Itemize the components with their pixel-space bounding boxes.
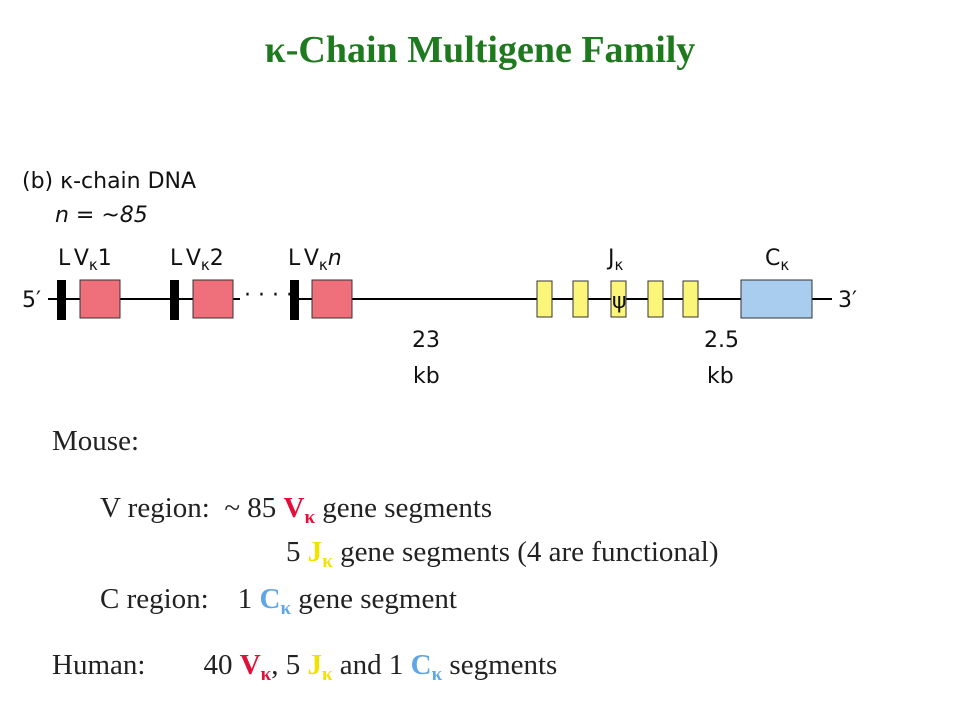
c-rest-text: gene segment [298,583,457,615]
distance-1-value: 23 [412,328,440,353]
j-segment-5 [682,280,699,318]
distance-1-unit: kb [413,364,440,389]
c-kappa-symbol: Cκ [259,583,292,619]
v-region-line: V region: ~ 85 Vκ gene segments [100,492,493,528]
ck-exon [740,279,813,319]
vkn-exon [311,279,353,319]
three-prime-label: 3′ [838,288,857,313]
v-count: ~ 85 [224,492,277,524]
leader-exon-1 [57,280,66,320]
c-region-label: C region: [100,583,209,615]
human-c-kappa-symbol: Cκ [410,649,443,685]
vk1-exon [79,279,121,319]
c-region-line: C region: 1 Cκ gene segment [100,583,457,619]
human-label: Human: [52,649,146,681]
diagram-heading: (b) κ-chain DNA [22,169,196,194]
v-region-label: V region: [100,492,210,524]
j-segment-1 [536,280,553,318]
ck-label: Cκ [765,246,789,274]
j-line: 5 Jκ gene segments (4 are functional) [286,536,719,572]
psi-symbol: ψ [612,289,627,314]
human-v-count: 40 [203,649,233,681]
five-prime-label: 5′ [22,288,41,313]
human-line: Human: 40 Vκ, 5 Jκ and 1 Cκ segments [52,649,558,685]
v-rest-text: gene segments [322,492,493,524]
j-segment-3-pseudogene [610,280,627,318]
human-separator-2: and 1 [339,649,404,681]
j-segment-2 [572,280,589,318]
page-title: κ-Chain Multigene Family [264,29,696,71]
j-segment-4 [647,280,664,318]
v-kappa-symbol: Vκ [283,492,316,528]
n-label: n = ~85 [55,203,148,228]
distance-2-value: 2.5 [704,328,739,353]
distance-2-unit: kb [707,364,734,389]
human-separator-1: , 5 [271,649,301,681]
human-rest-text: segments [449,649,558,681]
leader-exon-2 [170,280,179,320]
jk-label: Jκ [606,246,624,274]
j-kappa-symbol: Jκ [307,536,333,572]
mouse-heading: Mouse: [52,425,139,457]
gap-dots: · · · · [244,283,293,308]
j-count: 5 [286,536,301,568]
vk2-exon [192,279,234,319]
human-j-kappa-symbol: Jκ [307,649,333,685]
j-rest-text: gene segments (4 are functional) [340,536,719,568]
c-count: 1 [237,583,253,615]
human-v-kappa-symbol: Vκ [239,649,272,685]
leader-exon-n [290,280,299,320]
